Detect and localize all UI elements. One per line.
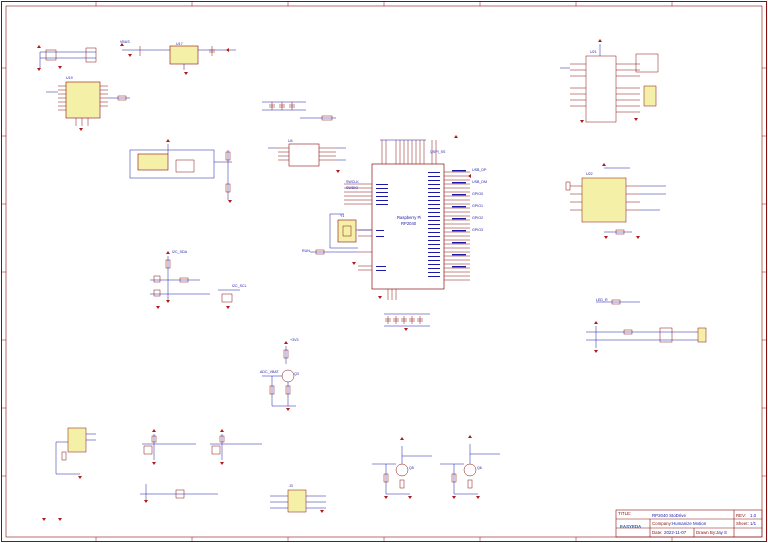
net-label-usb-dp: USB_DP [472,168,487,172]
connector-bottom-left [55,427,96,475]
part-ref-j3: J3 [289,484,293,488]
part-ref-q3: Q3 [294,372,299,376]
company-value: Humanize Motion [672,521,707,526]
part-ref-u17: U17 [176,42,183,46]
drawn-key: Drawn By: [696,530,717,535]
caps-top-center [262,101,306,111]
sheet-value: 1/1 [750,521,757,526]
net-label-v33: +3V3 [290,338,299,342]
crystal-y1 [310,213,372,255]
rev-value: 1.0 [750,513,757,518]
part-ref-u19: U19 [66,76,73,80]
mcu-label-line1: Raspberry Pi [397,215,422,220]
sheet-key: Sheet: [736,521,749,526]
company-key: Company: [652,521,673,526]
usb-connector-block [39,47,97,68]
power-symbols [37,39,606,440]
ic-u22 [565,167,666,235]
net-label-gpio3: GPIO3 [472,228,483,232]
transistor-q6 [440,444,500,495]
transistor-q5 [372,446,432,495]
net-label-run: RUN [302,249,310,253]
rev-key: REV: [736,513,747,518]
net-label-swclk: SWCLK [346,180,359,184]
regulator-u17 [122,45,236,70]
net-label-gpio0: GPIO0 [472,192,483,196]
net-label-vbus: VBUS [120,40,130,44]
net-label-i2c-sda: I2C_SDA [172,250,187,254]
mcu-label-line2: RP2040 [401,221,417,226]
part-ref-u21: U21 [590,50,597,54]
drawn-value: Jay S [716,530,727,535]
part-ref-y1: Y1 [340,214,345,218]
title-key: TITLE: [618,511,632,516]
net-label-qspi: QSPI_SS [430,150,446,154]
net-label-usb-dm: USB_DM [472,180,487,184]
part-ref-u22: U22 [586,172,593,176]
date-value: 2022-11-07 [664,530,687,535]
ic-u19 [46,81,130,126]
part-ref-u4: U4 [288,139,293,143]
title-block [615,509,763,538]
sheet-border-inner [5,5,763,538]
ground-symbols [37,48,640,521]
date-key: Date: [652,530,663,535]
transistor-q3 [262,346,296,407]
mcu-rp2040 [344,139,470,300]
ic-flash [268,115,346,167]
connector-j3 [270,489,326,513]
net-label-gpio2: GPIO2 [472,216,483,220]
easyeda-logo: EASYEDA [620,524,642,529]
net-label-swdio: SWDIO [346,186,359,190]
title-value: RP2040 StoDrive [652,513,686,518]
net-label-gpio1: GPIO1 [472,204,483,208]
led-block-right [586,299,707,348]
ic-u4-block [129,144,232,200]
net-label-led: LED_R [596,298,608,302]
button-block-1 [140,434,262,500]
pullup-block [150,256,240,303]
part-ref-q6: Q6 [477,466,482,470]
ic-u21 [560,44,659,123]
part-ref-q5: Q5 [409,466,414,470]
net-label-adc: ADC_VBAT [260,370,279,374]
decoupling-caps [384,313,430,327]
net-label-i2c-scl: I2C_SCL [232,284,247,288]
